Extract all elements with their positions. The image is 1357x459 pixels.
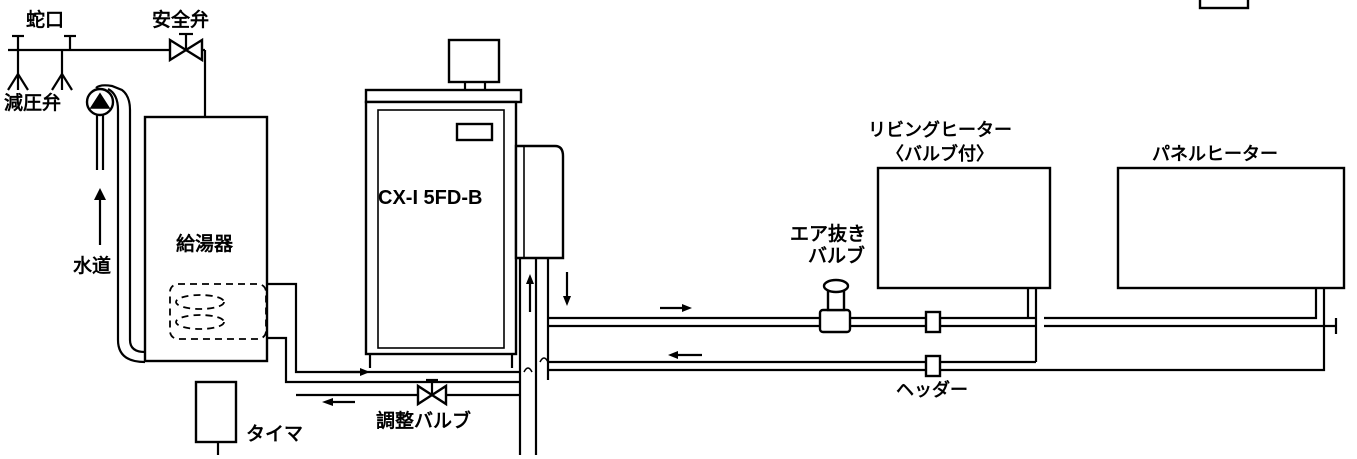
panel-heater: パネルヒーター bbox=[1116, 144, 1346, 290]
living-heater-label-2: 〈バルブ付〉 bbox=[886, 143, 994, 165]
faucet-label: 蛇口 bbox=[26, 8, 64, 31]
boiler-model-label: CX-I 5FD-B bbox=[378, 187, 482, 209]
pressure-reducing-valve: 減圧弁 bbox=[4, 87, 115, 117]
adjust-valve: 調整バルブ bbox=[296, 378, 520, 432]
adjust-valve-label: 調整バルブ bbox=[376, 409, 471, 432]
timer-label: タイマ bbox=[246, 423, 303, 445]
living-heater: リビングヒーター 〈バルブ付〉 bbox=[868, 119, 1052, 318]
air-vent-valve-label-2: バルブ bbox=[808, 244, 865, 267]
flow-arrow-left bbox=[668, 351, 702, 359]
flow-arrow-down bbox=[563, 272, 571, 306]
safety-valve-label: 安全弁 bbox=[152, 8, 209, 31]
flow-arrow-right bbox=[660, 304, 692, 312]
panel-heater-label: パネルヒーター bbox=[1152, 144, 1278, 165]
safety-valve: 安全弁 bbox=[152, 8, 209, 63]
living-heater-label-1: リビングヒーター bbox=[868, 119, 1012, 141]
flow-arrow-left bbox=[322, 398, 355, 406]
header-fitting: ヘッダー bbox=[896, 310, 968, 401]
timer: タイマ bbox=[194, 380, 303, 455]
air-vent-valve-label-1: エア抜き bbox=[790, 222, 866, 245]
header-label: ヘッダー bbox=[896, 379, 968, 401]
water-heater: 給湯器 bbox=[143, 115, 269, 363]
faucet-icon bbox=[51, 34, 76, 91]
water-heater-label: 給湯器 bbox=[176, 232, 234, 255]
flow-arrow-right bbox=[340, 368, 370, 376]
faucet-icon bbox=[7, 34, 29, 91]
flow-arrow-up bbox=[526, 274, 534, 312]
water-supply-arrow bbox=[94, 188, 106, 245]
water-supply-label: 水道 bbox=[73, 254, 111, 277]
pressure-reducing-valve-label: 減圧弁 bbox=[4, 91, 61, 114]
boiler-unit: CX-I 5FD-B bbox=[364, 38, 565, 368]
cropped-box bbox=[1198, 0, 1250, 10]
air-vent-valve: エア抜き バルブ bbox=[790, 222, 866, 334]
